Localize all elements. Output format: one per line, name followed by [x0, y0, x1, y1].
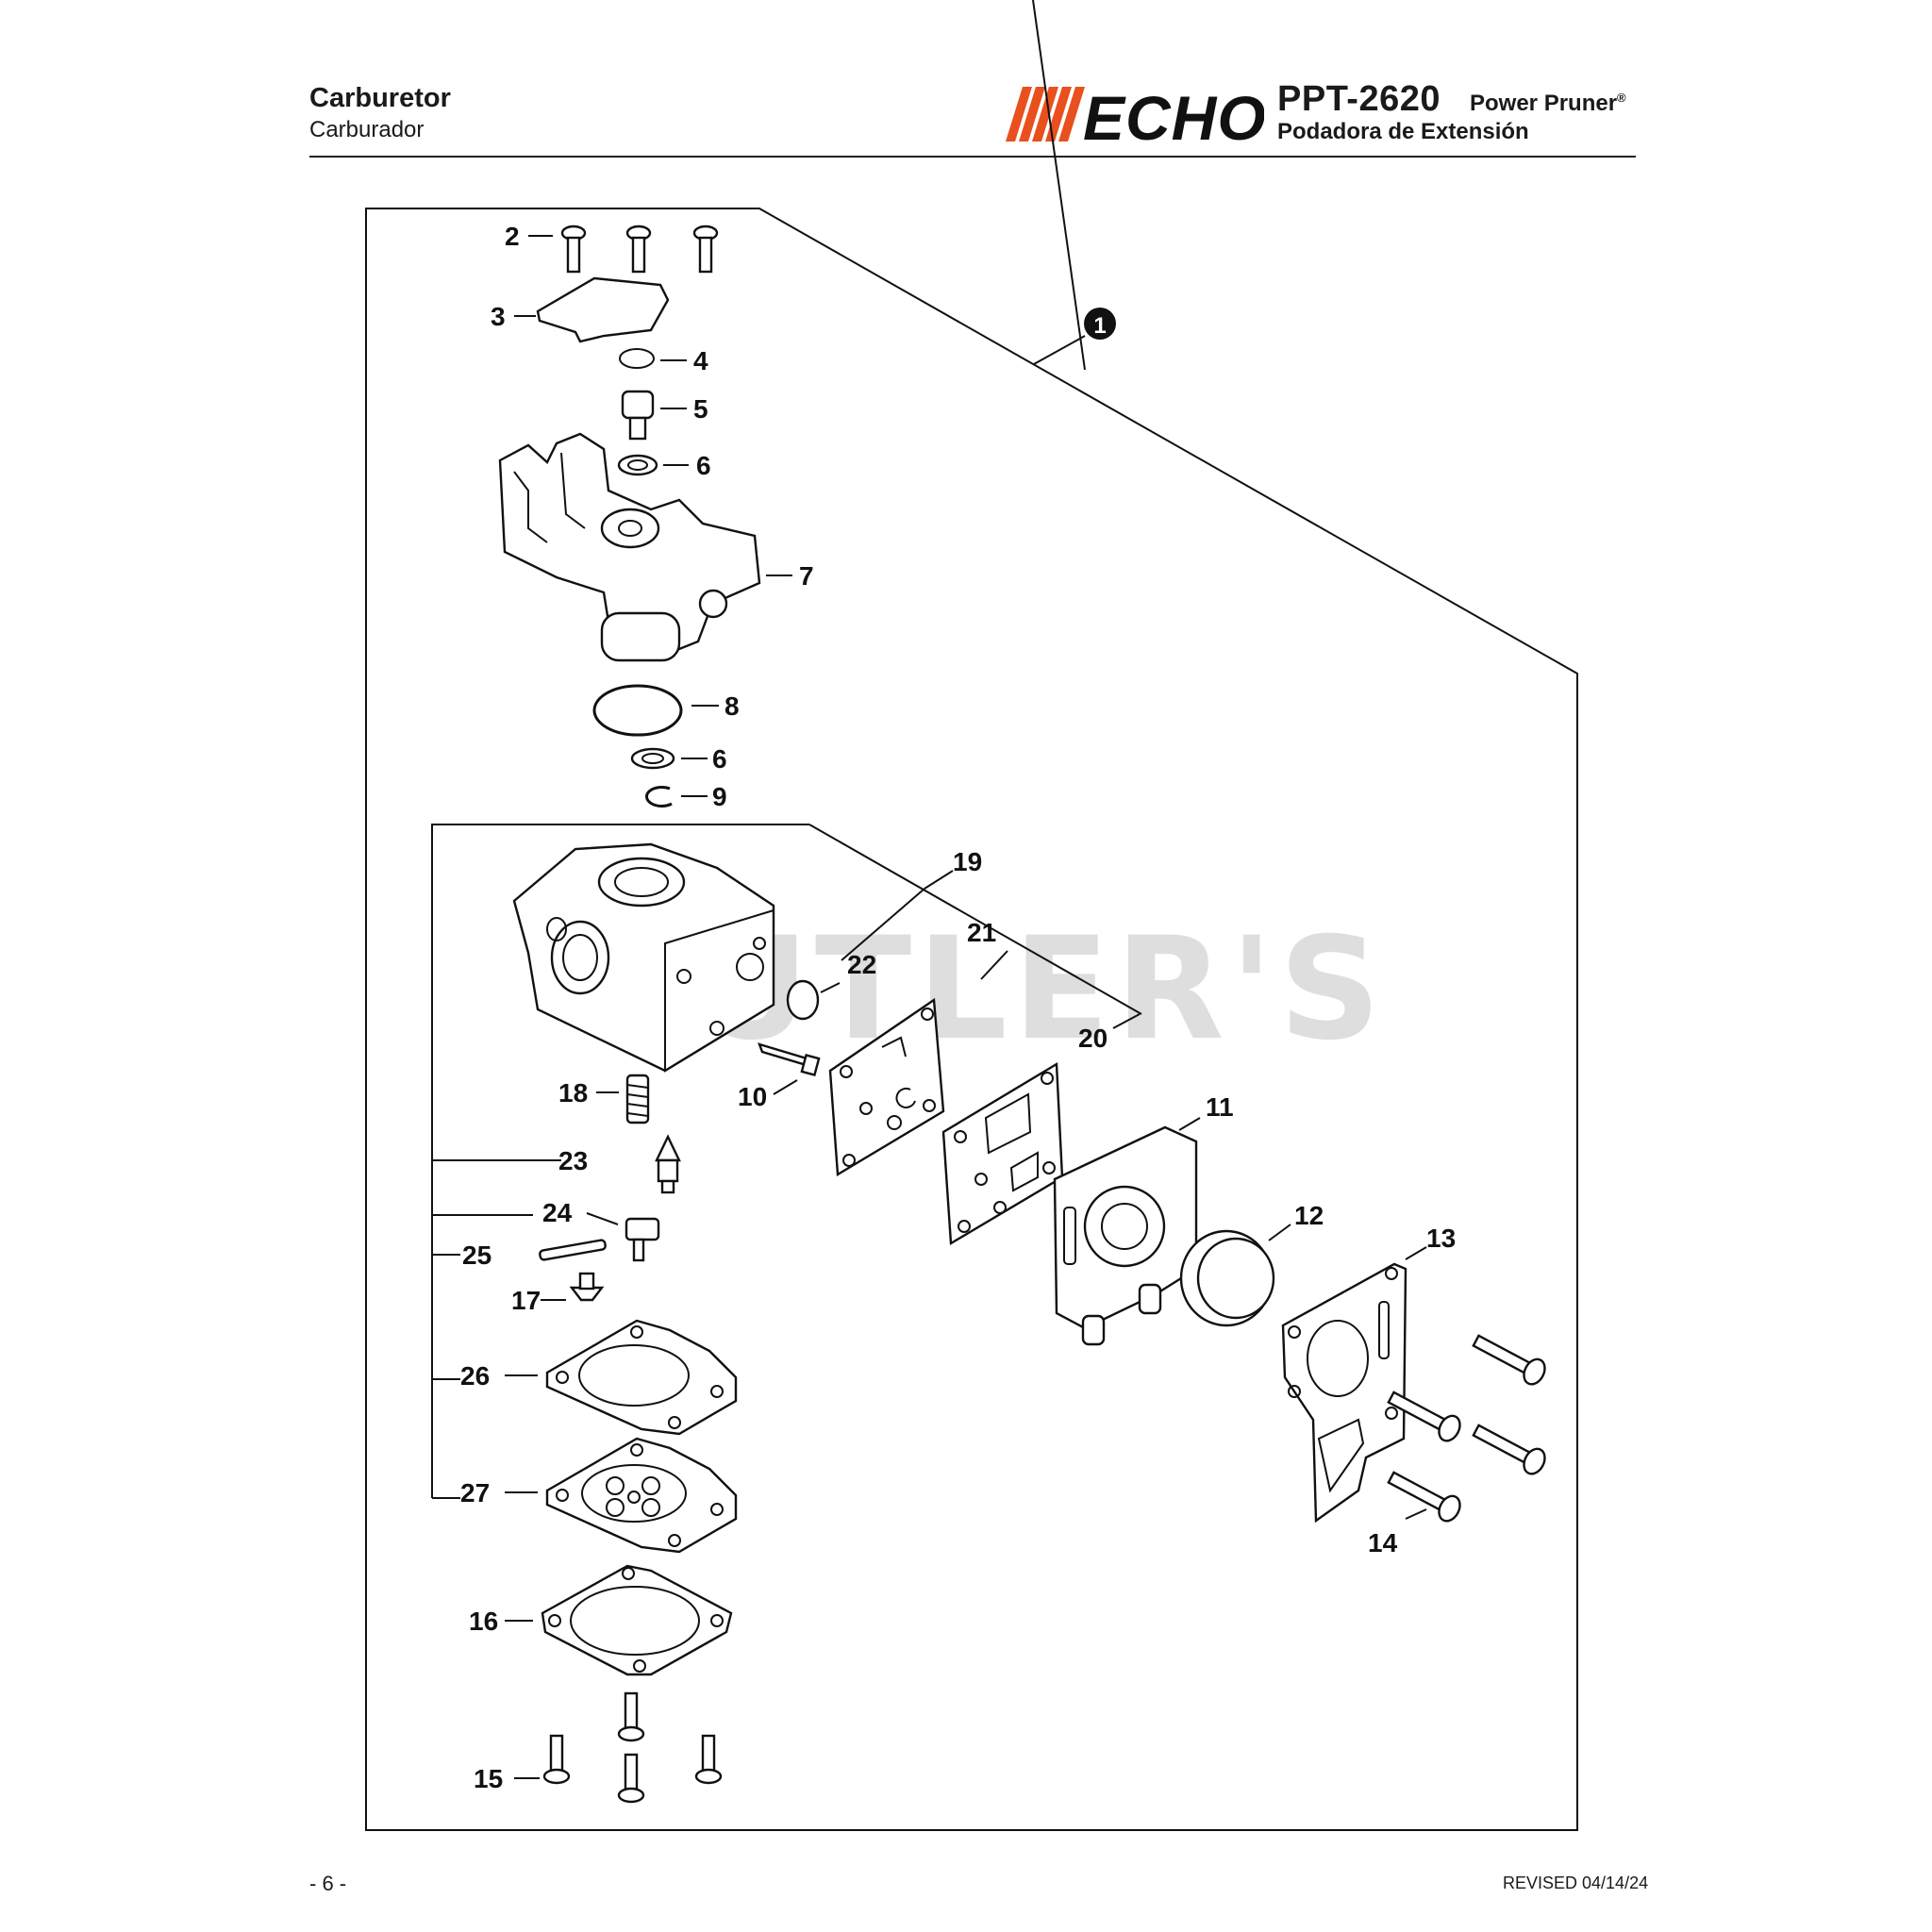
label-20: 20	[1078, 1024, 1108, 1053]
part-26-gasket	[545, 1319, 738, 1436]
page-title: Carburetor	[309, 83, 451, 113]
header-rule	[309, 156, 1636, 158]
label-6-bottom: 6	[712, 744, 727, 774]
label-2: 2	[505, 222, 520, 251]
part-12-primer-bulb	[1179, 1229, 1275, 1327]
label-14: 14	[1368, 1528, 1398, 1557]
label-17: 17	[511, 1286, 541, 1315]
part-16-cover	[541, 1564, 733, 1676]
label-24: 24	[542, 1198, 573, 1227]
callout-1-marker	[1084, 308, 1116, 340]
svg-text:ECHO: ECHO	[1083, 85, 1264, 143]
label-12: 12	[1294, 1201, 1324, 1230]
part-22-screen	[786, 979, 820, 1021]
part-13-plate	[1281, 1262, 1407, 1524]
product-name-es: Podadora de Extensión	[1277, 119, 1529, 144]
part-11-pump-cover	[1053, 1125, 1198, 1346]
page-subtitle: Carburador	[309, 117, 425, 142]
page-number: - 6 -	[309, 1872, 347, 1895]
part-2-screws	[560, 225, 719, 274]
revision-date: REVISED 04/14/24	[1503, 1874, 1649, 1892]
label-21: 21	[967, 918, 996, 947]
label-6-top: 6	[696, 451, 711, 480]
label-23: 23	[558, 1146, 588, 1175]
label-16: 16	[469, 1607, 498, 1636]
label-5: 5	[693, 394, 708, 424]
part-15-screws	[542, 1691, 723, 1804]
label-27: 27	[460, 1478, 490, 1507]
part-24-lever	[625, 1217, 660, 1262]
part-20-gasket	[941, 1061, 1064, 1246]
assembly-frame	[365, 208, 1578, 1831]
label-13: 13	[1426, 1224, 1456, 1253]
part-10-needle	[758, 1042, 821, 1076]
label-19: 19	[953, 847, 982, 876]
label-4: 4	[693, 346, 708, 375]
label-9: 9	[712, 782, 727, 811]
label-15: 15	[474, 1764, 503, 1793]
part-5-knob	[621, 390, 655, 441]
echo-logo: ECHO	[1006, 85, 1264, 143]
callout-1-label: 1	[1093, 313, 1106, 339]
label-3: 3	[491, 302, 506, 331]
label-26: 26	[460, 1361, 490, 1391]
label-25: 25	[462, 1241, 491, 1270]
subassembly-frame	[431, 824, 809, 1498]
label-18: 18	[558, 1078, 588, 1108]
part-9-clip	[645, 785, 673, 808]
part-17-screw	[569, 1272, 605, 1302]
label-7: 7	[799, 561, 814, 591]
label-22: 22	[847, 950, 876, 979]
product-name-en: Power Pruner®	[1470, 91, 1626, 116]
part-18-spring	[625, 1074, 650, 1124]
part-25-pin	[539, 1239, 607, 1261]
part-6-washer-bottom	[630, 747, 675, 770]
part-6-washer-top	[617, 454, 658, 476]
label-10: 10	[738, 1082, 767, 1111]
part-14-screws	[1387, 1334, 1546, 1523]
part-21-gasket	[828, 997, 945, 1177]
label-11: 11	[1206, 1092, 1234, 1122]
part-4-ring	[619, 348, 655, 369]
part-3-plate	[536, 276, 670, 343]
model-number: PPT-2620	[1277, 79, 1441, 119]
carburetor-body	[512, 842, 775, 1073]
part-23-inlet-needle	[655, 1134, 681, 1194]
label-8: 8	[724, 691, 740, 721]
part-8-oring	[592, 684, 683, 737]
part-27-diaphragm	[545, 1437, 738, 1554]
part-7-body	[498, 432, 761, 662]
